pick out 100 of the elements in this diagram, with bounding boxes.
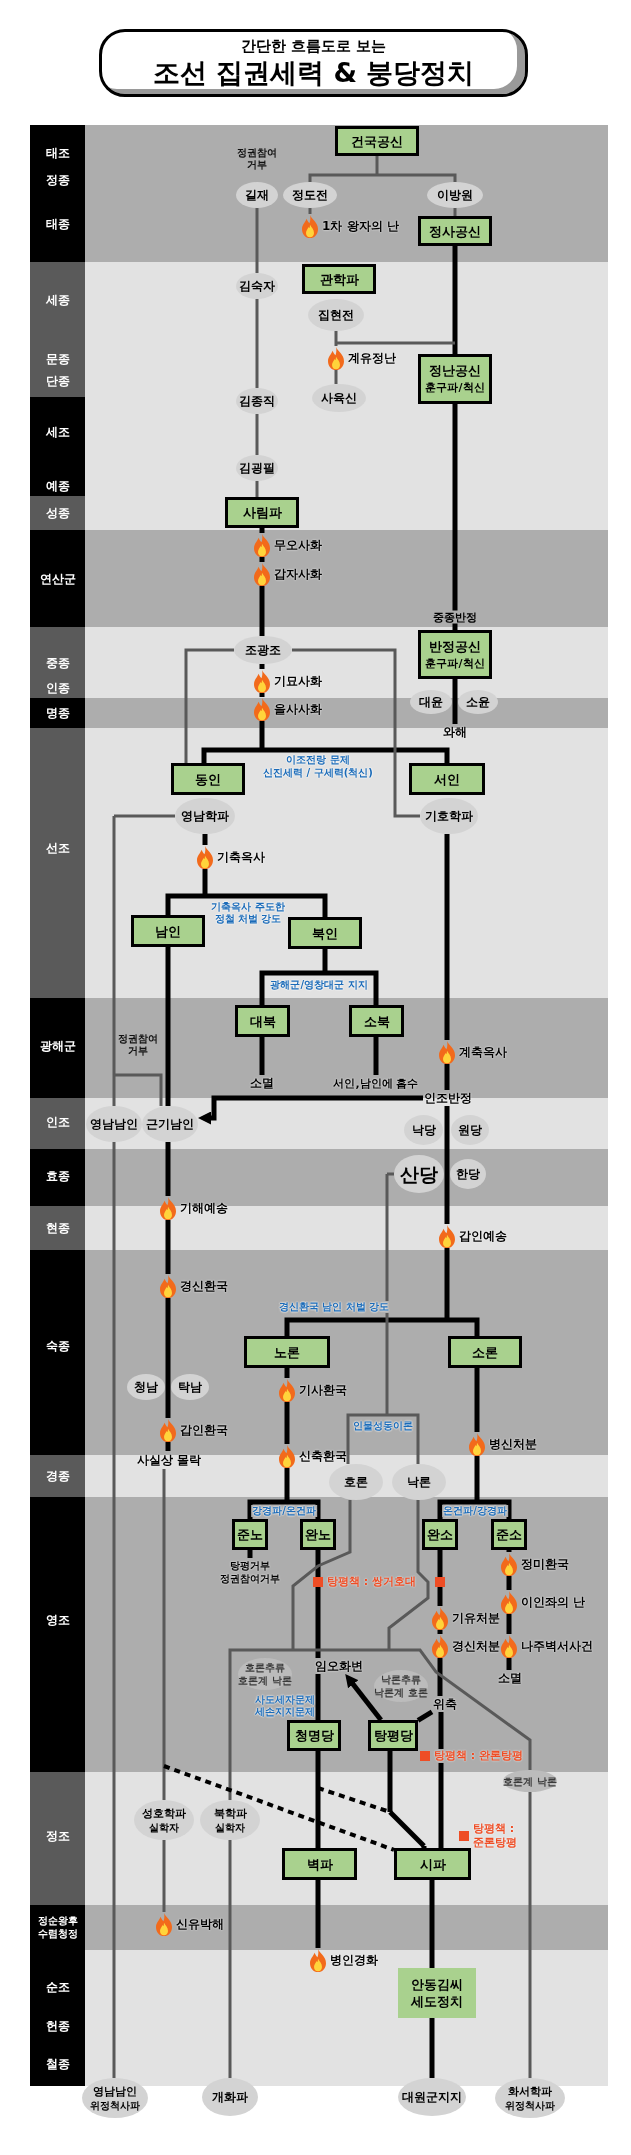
- connector-line: [284, 1368, 290, 1378]
- group-name: 대원군지지: [402, 2089, 462, 2105]
- faction-box: [131, 915, 205, 947]
- group-name: 탁남: [178, 1379, 202, 1395]
- event-name: 병신처분: [489, 1437, 537, 1451]
- group-note: 호론계 낙론: [238, 1674, 292, 1687]
- connector-line: [162, 1469, 166, 1766]
- connector-line: [247, 1499, 287, 1519]
- connector-line: [165, 1298, 171, 1418]
- connector-line: [315, 1880, 321, 1948]
- group-name: 한당: [456, 1166, 480, 1182]
- connector-line: [308, 173, 377, 182]
- event-text: 와해: [443, 725, 467, 739]
- faction-name: 준소: [496, 1526, 522, 1543]
- event-name: 기축옥사: [217, 850, 265, 864]
- connector-line: [114, 1073, 163, 1106]
- king-name: 효종: [44, 1169, 71, 1183]
- connector-line: [315, 1674, 321, 1720]
- faction-box: [171, 763, 245, 795]
- connector-line: [453, 208, 457, 216]
- group-name: 길재: [245, 187, 269, 203]
- edge-label: 중종반정: [432, 610, 478, 624]
- connector-line: [385, 1174, 389, 1415]
- faction-name: 북인: [312, 924, 338, 942]
- connector-line: [259, 693, 265, 697]
- event-name: 병인경화: [330, 1953, 378, 1967]
- king-name: 단종: [44, 374, 71, 388]
- faction-name: 훈구파/척신: [425, 380, 485, 396]
- group-name: 영남학파: [181, 808, 229, 824]
- connector-line: [202, 869, 208, 896]
- connector-line: [205, 893, 328, 917]
- connector-line: [293, 1648, 389, 1652]
- policy-text: 탕평책 : 쌍거호대: [326, 1575, 418, 1589]
- king-name: 선조: [44, 841, 71, 855]
- connector-line: [474, 1368, 480, 1432]
- faction-name: 훈구파/척신: [425, 655, 485, 672]
- king-name: 광해군: [38, 1039, 77, 1053]
- connector-line: [259, 664, 265, 669]
- event-name: 경신처분: [452, 1639, 500, 1653]
- connector-line: [184, 648, 234, 763]
- event-text: 소멸: [250, 1076, 274, 1090]
- connector-line: [315, 1550, 321, 1658]
- era-cell: [30, 1206, 85, 1250]
- faction-name: 동인: [195, 770, 221, 788]
- connector-line: [315, 1788, 321, 1848]
- connector-line: [452, 404, 458, 630]
- event-name: 정미환국: [521, 1557, 569, 1571]
- connector-line: [284, 1468, 290, 1502]
- era-cell: [30, 1098, 85, 1149]
- king-name: 태종: [44, 217, 71, 231]
- king-name: 세조: [44, 425, 71, 439]
- group-ellipse: [202, 2078, 258, 2116]
- faction-box: [418, 630, 492, 679]
- connector-line: [292, 648, 420, 818]
- connector-line: [375, 156, 379, 175]
- faction-box: [302, 264, 376, 294]
- annotation-text: 경신환국 남인 처벌 강도: [277, 1301, 391, 1313]
- king-name: 영조: [44, 1613, 71, 1627]
- event-name: 기유처분: [452, 1611, 500, 1625]
- group-name: 낙당: [411, 1122, 436, 1138]
- connector-line: [334, 331, 338, 343]
- event-name: 1차 왕자의 난: [322, 219, 399, 233]
- faction-box: [300, 1519, 336, 1550]
- era-cell: [30, 1950, 85, 2086]
- group-name: 위정척사파: [90, 2098, 140, 2112]
- connector-line: [228, 1648, 293, 1800]
- faction-box: [418, 354, 492, 404]
- king-name: 정순왕후 수렴청정: [36, 1914, 79, 1940]
- connector-line: [165, 947, 171, 1106]
- group-name: 김숙자: [239, 278, 275, 294]
- faction-box: [232, 1519, 268, 1550]
- event-name: 신유박해: [176, 1917, 224, 1931]
- annotation-text: 강경파/온건파: [251, 1505, 317, 1517]
- connector-line: [437, 1658, 443, 1696]
- connector-line: [112, 1075, 116, 1106]
- note-text: 정권참여 거부: [116, 1033, 159, 1057]
- event-text: 탕평거부 정권참여거부: [219, 1559, 281, 1585]
- annotation-text: 이조전랑 문제: [285, 754, 351, 766]
- event-text: 서인,남인에 흡수: [333, 1076, 419, 1090]
- title-text: 조선 집권세력 & 붕당정치: [152, 56, 475, 89]
- faction-box: [409, 763, 485, 795]
- connector-line: [259, 1037, 265, 1075]
- group-name: 화서학파: [508, 2084, 552, 2099]
- faction-box: [235, 1005, 290, 1037]
- era-cell: [30, 1772, 85, 1905]
- group-name: 사육신: [321, 390, 357, 406]
- king-name: 숙종: [44, 1339, 71, 1353]
- connector-line: [315, 1751, 321, 1788]
- group-ellipse: [82, 2078, 148, 2118]
- connector-line: [452, 343, 458, 354]
- connector-line: [452, 679, 458, 724]
- connector-line: [112, 1142, 116, 2078]
- event-name: 신축환국: [299, 1449, 347, 1463]
- connector-line: [346, 1413, 387, 1464]
- connector-line: [421, 1846, 427, 1848]
- annotation-text: 광해군/영창대군 지지: [269, 979, 369, 991]
- king-name: 명종: [44, 706, 71, 720]
- connector-line: [262, 747, 450, 763]
- dashed-line: [163, 1764, 395, 1852]
- group-name: 근기남인: [146, 1116, 194, 1132]
